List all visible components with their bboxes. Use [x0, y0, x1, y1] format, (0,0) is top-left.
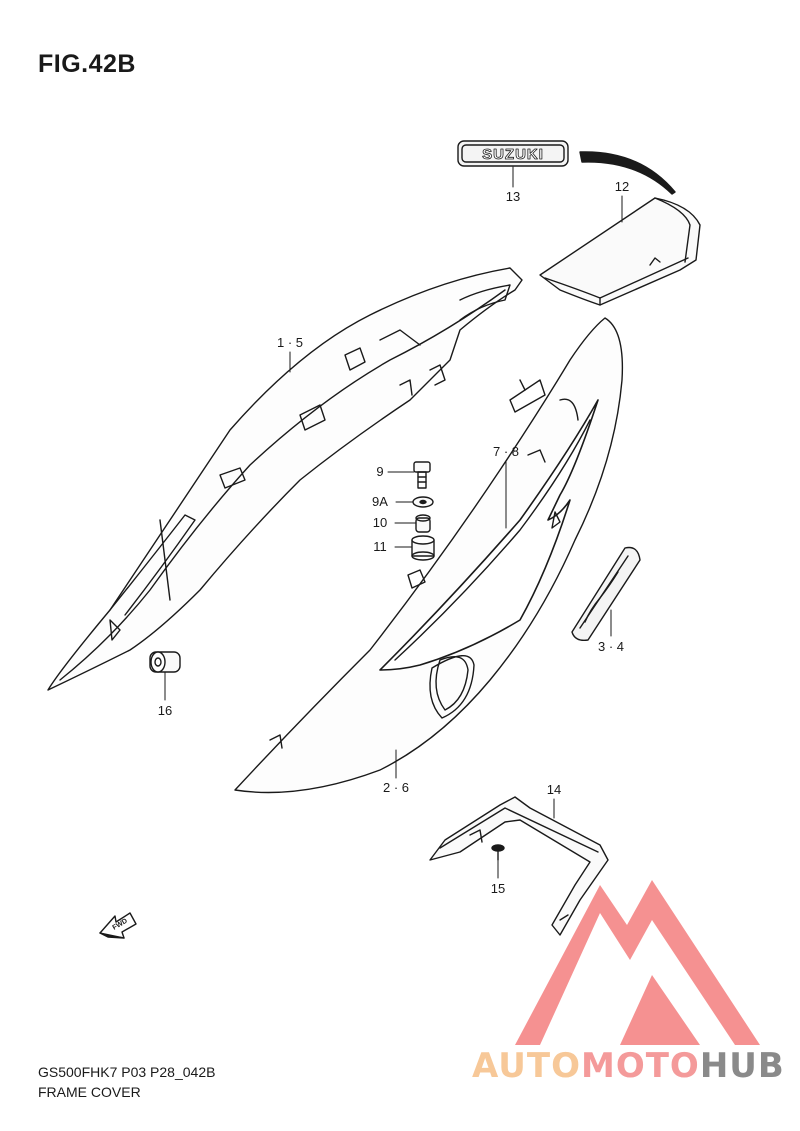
- tail-cowl-part: [539, 197, 701, 306]
- wordmark-auto: AUTO: [472, 1046, 581, 1086]
- forward-direction-arrow: FWD: [99, 912, 137, 939]
- footer-diagram-code: GS500FHK7 P03 P28_042B: [38, 1064, 216, 1080]
- automotohub-wordmark: AUTOMOTOHUB: [472, 1046, 785, 1086]
- rear-bracket-part: [429, 796, 609, 936]
- callout-16: 16: [158, 703, 172, 718]
- cushion-16-part: [149, 651, 181, 673]
- left-frame-cover-part: [47, 267, 523, 691]
- callout-9: 9: [376, 464, 383, 479]
- callout-13: 13: [506, 189, 520, 204]
- callout-11: 11: [373, 539, 387, 554]
- footer-diagram-name: FRAME COVER: [38, 1084, 141, 1100]
- callout-3-4: 3 · 4: [598, 639, 624, 654]
- suzuki-emblem-part: SUZUKI: [457, 140, 569, 167]
- callout-14: 14: [547, 782, 561, 797]
- washer-9a-part: [412, 496, 434, 508]
- emblem-black-stripe: [579, 151, 676, 195]
- callout-15: 15: [491, 881, 505, 896]
- callout-2-6: 2 · 6: [383, 780, 409, 795]
- wordmark-moto: MOTO: [580, 1046, 700, 1086]
- callout-9A: 9A: [372, 494, 388, 509]
- callout-7-8: 7 · 8: [493, 444, 519, 459]
- callout-1-5: 1 · 5: [277, 335, 303, 350]
- clip-15-part: [491, 844, 505, 861]
- spacer-10-part: [415, 514, 431, 533]
- screw-9-part: [413, 461, 431, 489]
- automotohub-logo-mark: [515, 880, 760, 1045]
- wordmark-hub: HUB: [699, 1046, 785, 1086]
- cushion-11-part: [411, 535, 435, 561]
- callout-12: 12: [615, 179, 629, 194]
- callout-10: 10: [373, 515, 387, 530]
- figure-title: FIG.42B: [38, 50, 136, 78]
- right-frame-cover-part: [234, 317, 624, 794]
- emblem-lettering: SUZUKI: [482, 146, 544, 163]
- gs500-emblem-part: [571, 546, 641, 642]
